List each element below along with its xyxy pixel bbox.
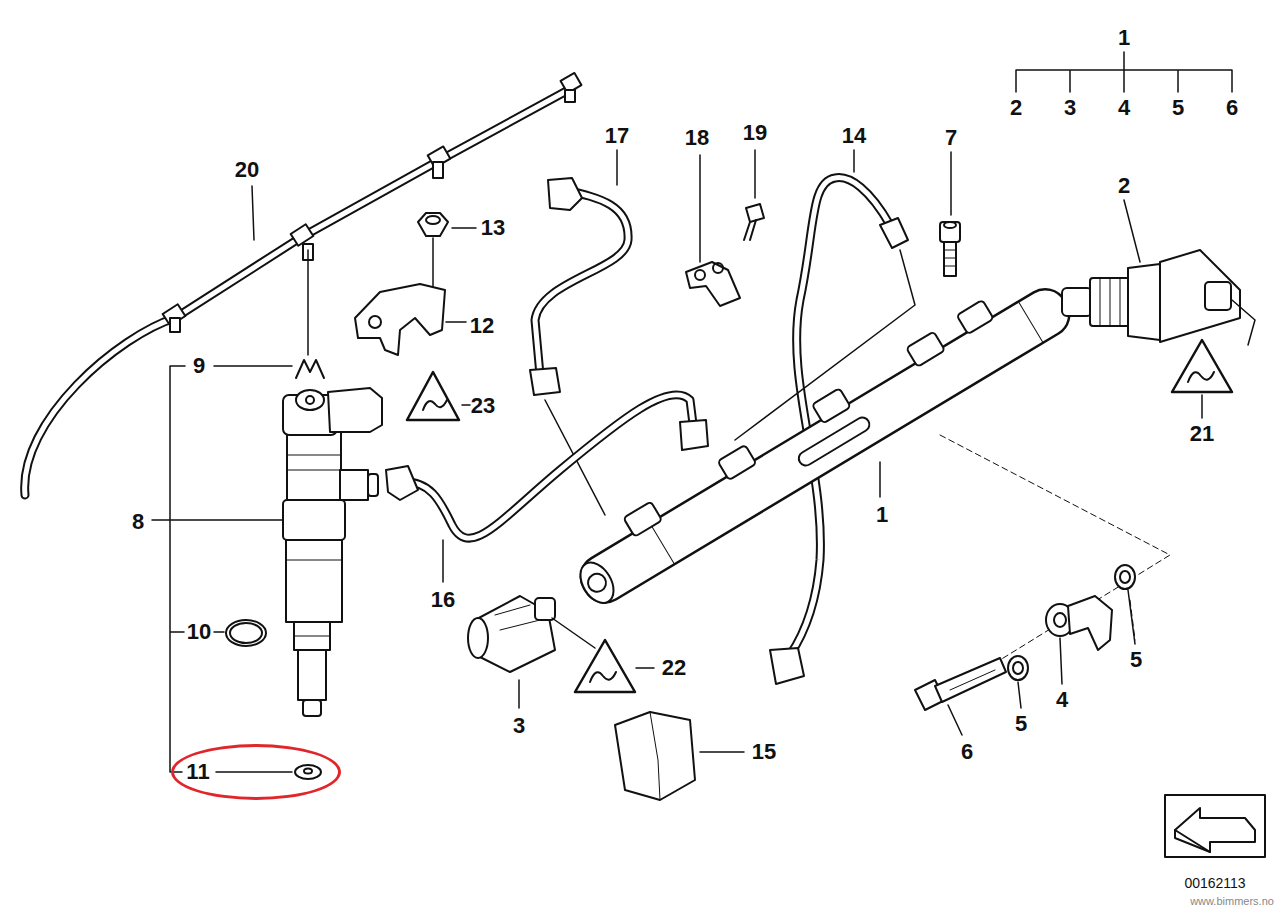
callout-number: 11 [186, 761, 209, 783]
callout-number: 1 [876, 504, 888, 526]
callout-number: 4 [1118, 97, 1130, 119]
callout-number: 5 [1172, 97, 1184, 119]
callout-number: 6 [961, 741, 973, 763]
callout-number: 5 [1130, 649, 1142, 671]
highlight-ellipse: 11 [171, 744, 341, 800]
callout-number: 15 [752, 741, 776, 763]
callout-number: 13 [481, 217, 505, 239]
callout-number: 2 [1118, 175, 1130, 197]
callout-number: 19 [743, 122, 767, 144]
callout-number: 10 [187, 621, 211, 643]
callout-number: 17 [605, 125, 629, 147]
callout-number: 3 [1064, 97, 1076, 119]
callout-number: 23 [471, 395, 495, 417]
callout-number: 14 [842, 125, 866, 147]
callout-number: 7 [945, 127, 957, 149]
callout-number: 3 [513, 715, 525, 737]
callout-number: 4 [1056, 689, 1068, 711]
callout-number: 21 [1190, 423, 1214, 445]
callout-number: 9 [193, 355, 205, 377]
callout-number: 2 [1010, 97, 1022, 119]
callout-number: 12 [470, 315, 494, 337]
callout-number: 20 [235, 159, 259, 181]
watermark: www.bimmers.no [1190, 896, 1274, 907]
callout-number: 6 [1226, 97, 1238, 119]
figure-number: 00162113 [1184, 876, 1245, 890]
callout-number: 1 [1118, 27, 1130, 49]
callout-number: 8 [132, 511, 144, 533]
callout-number: 5 [1015, 713, 1027, 735]
callout-number: 18 [685, 127, 709, 149]
callout-number: 16 [431, 589, 455, 611]
callout-number: 22 [662, 657, 686, 679]
